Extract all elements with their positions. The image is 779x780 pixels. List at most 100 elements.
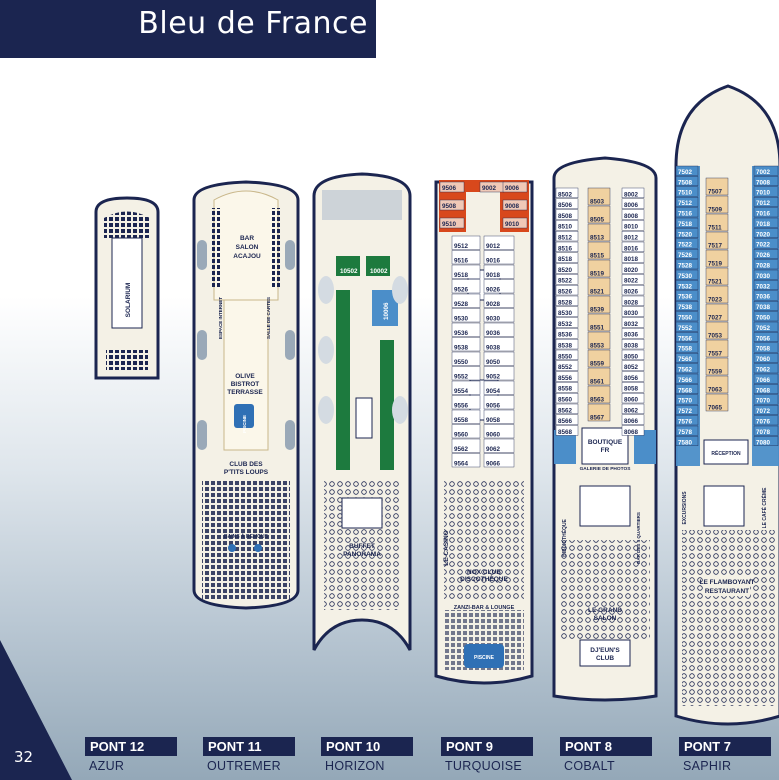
cabin-cell[interactable] [705,231,729,250]
cabin-cell[interactable] [483,235,515,250]
cabin-cell[interactable] [621,209,645,220]
cabin-cell[interactable] [483,351,515,366]
cabin-cell[interactable] [587,313,611,332]
cabin-cell[interactable] [621,263,645,274]
cabin-cell[interactable] [439,199,465,211]
cabin-cell[interactable] [439,217,465,229]
cabin-cell[interactable] [555,209,579,220]
cabin-cell[interactable] [675,176,699,186]
cabin-cell[interactable] [483,366,515,381]
cabin-cell[interactable] [587,187,611,206]
cabin-cell[interactable] [753,238,779,249]
cabin-cell[interactable] [483,380,515,395]
cabin-cell[interactable] [705,285,729,304]
cabin-cell[interactable] [587,385,611,404]
cabin-cell[interactable] [621,349,645,361]
cabin-cell[interactable] [705,357,729,376]
deck-8-plan[interactable]: BOUTIQUE FR GALERIE DE PHOTOS BIBLIOTHÈQ… [552,156,658,702]
cabin-cell[interactable] [451,250,481,265]
cabin-cell[interactable] [451,337,481,352]
cabin-cell[interactable] [753,311,779,322]
cabin-cell[interactable] [675,332,699,342]
cabin-cell[interactable] [675,321,699,332]
cabin-cell[interactable] [675,238,699,249]
cabin-cell[interactable] [555,317,579,328]
cabin-cell[interactable] [451,438,481,453]
cabin-cell[interactable] [753,394,779,405]
cabin-cell[interactable] [451,424,481,439]
cabin-cell[interactable] [451,235,481,250]
cabin-cell[interactable] [675,425,699,436]
cabin-cell[interactable] [621,306,645,317]
cabin-cell[interactable] [483,264,515,279]
cabin-cell[interactable] [675,269,699,280]
cabin-cell[interactable] [675,228,699,238]
cabin-cell[interactable] [675,165,699,176]
cabin-cell[interactable] [705,303,729,322]
cabin-cell[interactable] [451,380,481,395]
cabin-cell[interactable] [753,321,779,332]
cabin-cell[interactable] [555,295,579,307]
cabin-cell[interactable] [555,241,579,253]
deck-7-plan[interactable]: RÉCEPTION EXCURSIONS LE CAFÉ CRÈME LE FL… [674,84,779,726]
cabin-cell[interactable] [483,250,515,265]
cabin-cell[interactable] [705,339,729,358]
deck-10-plan[interactable]: 10502 10002 10006 BUFFET PANORAMA [312,172,412,651]
cabin-cell[interactable] [753,342,779,353]
cabin-cell[interactable] [621,393,645,404]
cabin-cell[interactable] [705,375,729,394]
cabin-cell[interactable] [675,280,699,290]
cabin-cell[interactable] [753,176,779,186]
deck-label-7[interactable]: PONT 7 SAPHIR [679,737,771,773]
cabin-cell[interactable] [555,371,579,382]
cabin-cell[interactable] [705,393,729,412]
cabin-cell[interactable] [675,353,699,363]
cabin-cell[interactable] [451,308,481,323]
cabin-cell[interactable] [451,453,481,468]
cabin-cell[interactable] [621,317,645,328]
cabin-cell[interactable] [555,230,579,242]
cabin-cell[interactable] [483,438,515,453]
cabin-cell[interactable] [555,328,579,339]
cabin-cell[interactable] [621,252,645,263]
cabin-cell[interactable] [483,308,515,323]
cabin-cell[interactable] [753,228,779,238]
cabin-cell[interactable] [705,321,729,340]
cabin-cell[interactable] [555,393,579,404]
deck-11-plan[interactable]: BAR SALON ACAJOU ESPACE INTERNET SALLE D… [192,180,300,610]
cabin-cell[interactable] [587,349,611,368]
cabin-cell[interactable] [621,328,645,339]
cabin-cell[interactable] [587,223,611,242]
cabin-cell[interactable] [621,285,645,296]
cabin-cell[interactable] [555,414,579,425]
cabin-cell[interactable] [451,293,481,308]
cabin-cell[interactable] [753,207,779,218]
cabin-cell[interactable] [587,277,611,296]
cabin-cell[interactable] [483,322,515,337]
cabin-cell[interactable] [451,279,481,294]
cabin-cell[interactable] [555,187,579,199]
cabin-cell[interactable] [675,217,699,228]
cabin-cell[interactable] [753,196,779,207]
deck-label-10[interactable]: PONT 10 HORIZON [321,737,413,773]
cabin-cell[interactable] [621,187,645,199]
cabin-cell[interactable] [753,290,779,301]
cabin-cell[interactable] [675,259,699,270]
deck-label-12[interactable]: PONT 12 AZUR [85,737,177,773]
cabin-cell[interactable] [675,363,699,374]
cabin-cell[interactable] [621,220,645,231]
cabin-cell[interactable] [621,414,645,425]
cabin-cell[interactable] [675,436,699,446]
cabin-cell[interactable] [705,267,729,286]
cabin-cell[interactable] [502,199,528,211]
cabin-cell[interactable] [555,252,579,263]
cabin-cell[interactable] [675,394,699,405]
deck-label-8[interactable]: PONT 8 COBALT [560,737,652,773]
cabin-cell[interactable] [439,181,465,193]
cabin-cell[interactable] [675,342,699,353]
cabin-cell[interactable] [451,395,481,410]
cabin-cell[interactable] [675,415,699,426]
cabin-cell[interactable] [753,248,779,259]
cabin-cell[interactable] [587,331,611,350]
cabin-cell[interactable] [753,373,779,384]
